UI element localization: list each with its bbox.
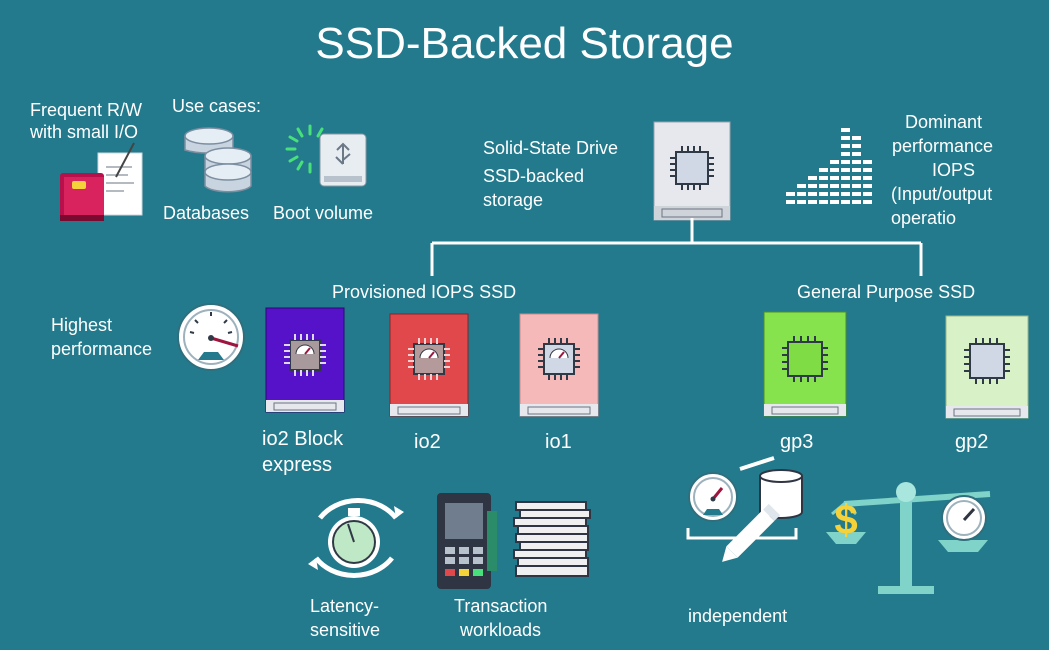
equalizer-segment	[830, 168, 839, 172]
io2-block-express-chip-icon	[265, 307, 345, 413]
gp3-label: gp3	[780, 431, 814, 453]
equalizer-segment	[830, 192, 839, 196]
equalizer-segment	[808, 176, 817, 180]
gp2-chip-icon	[945, 315, 1029, 419]
equalizer-segment	[841, 144, 850, 148]
equalizer-segment	[841, 136, 850, 140]
equalizer-segment	[786, 192, 795, 196]
equalizer-segment	[797, 184, 806, 188]
equalizer-segment	[841, 200, 850, 204]
equalizer-segment	[808, 184, 817, 188]
equalizer-segment	[808, 200, 817, 204]
equalizer-segment	[819, 200, 828, 204]
io1-label: io1	[545, 431, 572, 453]
latency-label: Latency-	[310, 596, 380, 616]
equalizer-segment	[863, 160, 872, 164]
card-terminal-icon	[437, 493, 497, 589]
book-document-icon	[58, 142, 148, 225]
equalizer-segment	[808, 192, 817, 196]
stopwatch-cycle-icon	[300, 488, 410, 588]
equalizer-segment	[819, 192, 828, 196]
io2-label: io2	[414, 431, 441, 453]
equalizer-segment	[852, 144, 861, 148]
equalizer-segment	[797, 200, 806, 204]
svg-text:$: $	[834, 496, 857, 543]
equalizer-segment	[830, 184, 839, 188]
equalizer-segment	[797, 192, 806, 196]
frequent-rw-label: Frequent R/W	[30, 100, 143, 120]
equalizer-segment	[841, 128, 850, 132]
equalizer-segment	[819, 168, 828, 172]
boot-volume-label: Boot volume	[273, 203, 374, 223]
independent-label: independent	[688, 606, 788, 626]
equalizer-segment	[863, 168, 872, 172]
equalizer-segment	[863, 176, 872, 180]
dominant-label: Dominant	[905, 112, 983, 132]
io2-block-express-label: io2 Block	[262, 428, 344, 450]
provisioned-iops-label: Provisioned IOPS SSD	[332, 282, 517, 302]
ssd-chip-main-icon	[653, 121, 731, 221]
speed-gauge-icon	[176, 302, 246, 372]
io1-chip-icon	[519, 313, 599, 417]
io2-chip-icon	[389, 313, 469, 417]
equalizer-segment	[863, 184, 872, 188]
equalizer-segment	[830, 200, 839, 204]
use-cases-heading: Use cases:	[172, 96, 262, 116]
balance-scale-icon: $	[822, 474, 1002, 596]
gp2-label: gp2	[955, 431, 989, 453]
databases-label: Databases	[163, 203, 250, 223]
storage-label: storage	[483, 190, 544, 210]
equalizer-segment	[852, 192, 861, 196]
equalizer-segment	[830, 176, 839, 180]
equalizer-segment	[819, 184, 828, 188]
highest-label: Highest	[51, 315, 113, 335]
workloads-label: workloads	[460, 620, 542, 640]
equalizer-segment	[841, 160, 850, 164]
equalizer-segment	[819, 176, 828, 180]
iops-label: IOPS	[932, 160, 976, 180]
performance-label: performance	[892, 136, 994, 156]
input-output-label: (Input/output	[891, 184, 993, 204]
equalizer-segment	[852, 160, 861, 164]
solid-state-drive-label: Solid-State Drive	[483, 138, 619, 158]
equalizer-segment	[852, 168, 861, 172]
performance-bars-icon	[786, 128, 876, 212]
equalizer-segment	[841, 176, 850, 180]
tree-connector	[0, 0, 1049, 300]
gp3-independent-group-icon	[686, 456, 811, 602]
io2-block-express-label-line2: express	[262, 454, 333, 476]
paper-stack-icon	[512, 498, 592, 584]
equalizer-segment	[852, 200, 861, 204]
database-icon	[183, 126, 253, 194]
transaction-label: Transaction	[454, 596, 548, 616]
boot-usb-icon	[282, 120, 372, 190]
performance-label-2: performance	[51, 339, 153, 359]
equalizer-segment	[852, 136, 861, 140]
equalizer-segment	[852, 176, 861, 180]
equalizer-segment	[786, 200, 795, 204]
page-title: SSD-Backed Storage	[315, 19, 734, 68]
sensitive-label: sensitive	[310, 620, 381, 640]
equalizer-segment	[841, 184, 850, 188]
ssd-backed-label: SSD-backed	[483, 166, 585, 186]
operatio-label: operatio	[891, 208, 957, 228]
equalizer-segment	[852, 152, 861, 156]
equalizer-segment	[841, 152, 850, 156]
general-purpose-label: General Purpose SSD	[797, 282, 976, 302]
equalizer-segment	[852, 184, 861, 188]
equalizer-segment	[830, 160, 839, 164]
equalizer-segment	[841, 192, 850, 196]
frequent-rw-label-line2: with small I/O	[30, 122, 139, 142]
equalizer-segment	[841, 168, 850, 172]
equalizer-segment	[863, 192, 872, 196]
gp3-chip-icon	[763, 311, 847, 417]
equalizer-segment	[863, 200, 872, 204]
